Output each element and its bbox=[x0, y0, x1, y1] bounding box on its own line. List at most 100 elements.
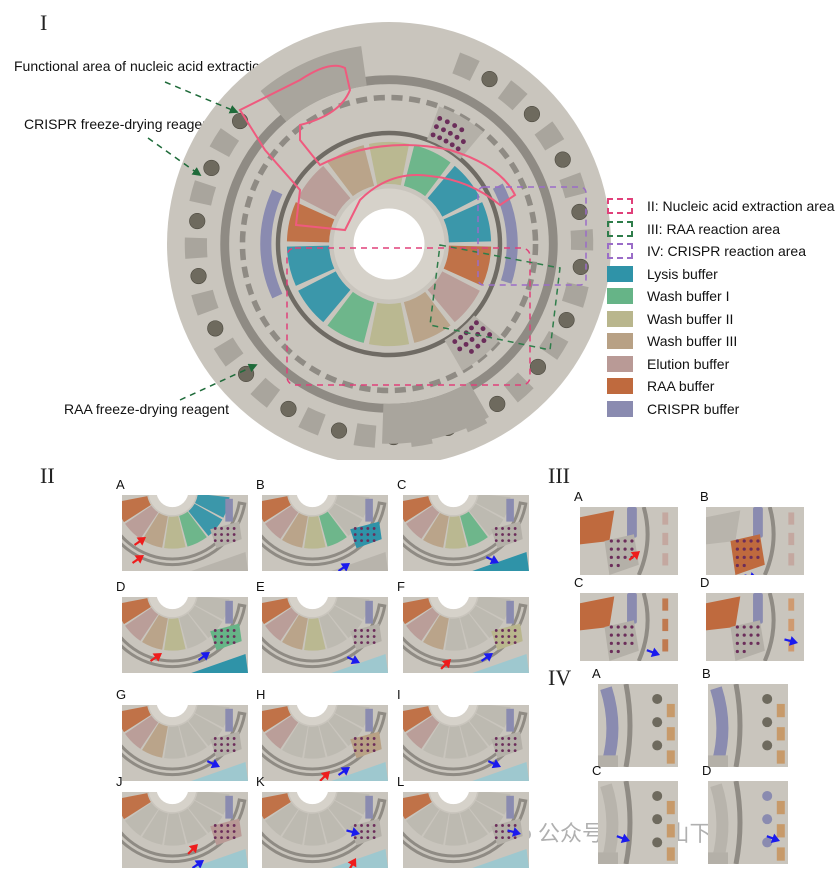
magnetic-bead bbox=[232, 749, 236, 752]
center-hole bbox=[156, 705, 188, 718]
legend-label: III: RAA reaction area bbox=[647, 220, 781, 237]
channel bbox=[733, 781, 743, 864]
freeze-dried-reagent-bead bbox=[558, 311, 575, 329]
channel bbox=[262, 798, 387, 864]
legend-label: RAA buffer bbox=[647, 378, 715, 395]
magnetic-bead bbox=[507, 737, 511, 740]
buffer-chamber bbox=[125, 505, 159, 539]
buffer-chamber bbox=[445, 516, 467, 549]
magnetic-bead bbox=[494, 539, 498, 542]
magnetic-bead bbox=[433, 124, 439, 130]
raa-buffer-chamber bbox=[706, 596, 741, 631]
legend-swatch bbox=[607, 355, 633, 372]
magnetic-bead bbox=[220, 737, 223, 740]
region-II-box bbox=[286, 247, 531, 386]
magnetic-bead bbox=[623, 633, 627, 637]
buffer-chamber bbox=[423, 722, 449, 758]
buffer-chamber bbox=[142, 809, 168, 845]
magnetic-bead bbox=[749, 539, 753, 543]
magnetic-bead bbox=[213, 527, 217, 530]
crispr-buffer-chamber bbox=[506, 795, 514, 819]
legend-label: CRISPR buffer bbox=[647, 400, 740, 417]
magnetic-bead bbox=[513, 635, 517, 638]
legend-label: Wash buffer II bbox=[647, 310, 734, 327]
magnetic-bead bbox=[756, 625, 760, 629]
magnetic-bead bbox=[213, 635, 217, 638]
crispr-reagent-bead bbox=[652, 814, 663, 825]
magnetic-bead bbox=[372, 830, 376, 833]
reaction-tube bbox=[788, 598, 795, 611]
magnetic-bead bbox=[455, 146, 461, 152]
magnetic-bead bbox=[226, 737, 230, 740]
magnetic-bead bbox=[372, 836, 376, 839]
magnetic-bead bbox=[513, 824, 517, 827]
magnetic-bead bbox=[630, 633, 634, 637]
crispr-reagent-bead bbox=[762, 717, 773, 728]
magnetic-bead bbox=[220, 635, 223, 638]
buffer-chamber bbox=[319, 511, 347, 547]
magnetic-bead bbox=[232, 539, 236, 542]
reaction-tube bbox=[776, 800, 785, 815]
magnetic-bead bbox=[609, 633, 613, 637]
blue-arrow-icon bbox=[646, 647, 660, 657]
magnetic-bead bbox=[353, 539, 357, 542]
callout-arrow-raa bbox=[179, 363, 258, 401]
buffer-chamber bbox=[179, 613, 207, 649]
magnetic-bead bbox=[630, 625, 634, 629]
magnetic-bead bbox=[735, 539, 739, 543]
crispr-reagent-bead bbox=[652, 837, 663, 848]
legend-item: IV: CRISPR reaction area bbox=[607, 240, 835, 263]
buffer-chamber bbox=[125, 802, 159, 836]
magnetic-bead bbox=[507, 641, 511, 644]
buffer-chamber bbox=[319, 808, 347, 844]
reaction-tube bbox=[666, 800, 675, 815]
magnetic-bead bbox=[507, 749, 511, 752]
channel bbox=[623, 781, 633, 864]
waste-chamber bbox=[472, 654, 529, 673]
magnetic-bead bbox=[213, 749, 217, 752]
center-hole bbox=[156, 792, 188, 805]
magnetic-bead bbox=[616, 633, 620, 637]
reaction-tube bbox=[788, 512, 795, 525]
region-III-box bbox=[429, 244, 561, 351]
magnetic-bead bbox=[366, 641, 370, 644]
buffer-chamber bbox=[195, 792, 230, 815]
crispr-reagent-bead bbox=[762, 837, 773, 848]
buffer-chamber bbox=[179, 808, 207, 844]
buffer-chamber bbox=[403, 145, 451, 197]
magnetic-bead bbox=[360, 743, 363, 746]
magnetic-bead bbox=[430, 132, 436, 138]
magnetic-bead bbox=[360, 836, 363, 839]
subpanel-label: A bbox=[116, 477, 125, 492]
red-arrow-icon bbox=[131, 555, 144, 564]
buffer-chamber bbox=[423, 809, 449, 845]
buffer-chamber bbox=[319, 721, 347, 757]
buffer-chamber bbox=[427, 165, 480, 217]
magnetic-bead bbox=[609, 641, 613, 645]
buffer-chamber bbox=[265, 802, 299, 836]
reaction-tube bbox=[788, 553, 795, 566]
magnetic-bead bbox=[441, 127, 446, 133]
legend-item: CRISPR buffer bbox=[607, 398, 835, 421]
blue-arrow-icon bbox=[337, 767, 350, 776]
subpanel-image bbox=[262, 495, 388, 571]
magnetic-bead bbox=[366, 749, 370, 752]
magnetic-bead bbox=[366, 527, 370, 530]
magnetic-bead bbox=[226, 824, 230, 827]
channel bbox=[403, 501, 528, 567]
buffer-chamber bbox=[469, 503, 504, 536]
crispr-buffer-chamber bbox=[600, 783, 619, 862]
magnetic-bead bbox=[609, 555, 613, 559]
legend-label: II: Nucleic acid extraction area bbox=[647, 198, 835, 215]
subpanel-image bbox=[122, 705, 248, 781]
magnetic-bead bbox=[735, 633, 739, 637]
buffer-chamber bbox=[335, 597, 370, 620]
waste-chamber bbox=[191, 762, 248, 781]
magnetic-bead bbox=[360, 749, 363, 752]
magnetic-bead bbox=[507, 824, 511, 827]
reaction-tube bbox=[666, 847, 675, 861]
crispr-buffer-chamber bbox=[753, 507, 763, 538]
buffer-chamber bbox=[195, 705, 230, 728]
crispr-buffer-chamber bbox=[753, 593, 763, 624]
magnetic-bead bbox=[623, 625, 627, 629]
